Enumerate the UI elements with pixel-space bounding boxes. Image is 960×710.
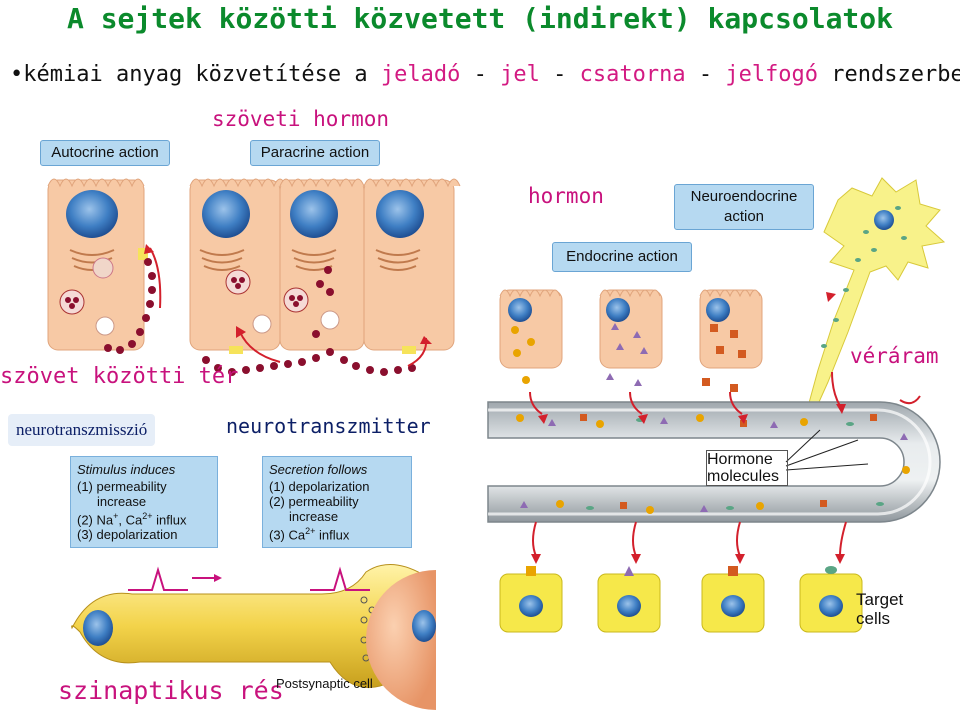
- neuron-axon: [71, 564, 436, 710]
- label-neurotranszmitter: neurotranszmitter: [226, 414, 431, 438]
- target-cells: [499, 566, 863, 633]
- label-hormon: hormon: [528, 184, 604, 208]
- endocrine-arrows: [529, 371, 921, 557]
- label-szoveti-hormon: szöveti hormon: [212, 107, 390, 131]
- label-neurotranszmisszio: neurotranszmisszió: [8, 414, 156, 446]
- endocrine-cells: [499, 289, 763, 392]
- neuroendocrine-neuron: [805, 177, 946, 424]
- label-veraram: véráram: [850, 344, 939, 368]
- label-szovet-kozotti-ter: szövet közötti tér: [0, 364, 239, 389]
- neuroendocrine-box: Neuroendocrine action: [674, 184, 814, 230]
- paracrine-box: Paracrine action: [250, 140, 380, 166]
- target-cells-label: Target cells: [856, 590, 904, 628]
- blood-vessel: [487, 401, 941, 523]
- secretion-box: Secretion follows (1) depolarization (2)…: [262, 456, 412, 548]
- subtitle: •kémiai anyag közvetítése a jeladó - jel…: [10, 62, 960, 87]
- epithelial-cells: [47, 178, 461, 354]
- paracrine-molecules: [104, 258, 416, 376]
- page-title: A sejtek közötti közvetett (indirekt) ka…: [66, 2, 893, 35]
- label-szinaptikus-res: szinaptikus rés: [58, 676, 284, 705]
- autocrine-box: Autocrine action: [40, 140, 170, 166]
- stimulus-box: Stimulus induces (1) permeability increa…: [70, 456, 218, 548]
- postsynaptic-label: Postsynaptic cell: [276, 676, 373, 691]
- hormone-molecules-label: Hormone molecules: [706, 450, 788, 486]
- endocrine-box: Endocrine action: [552, 242, 692, 272]
